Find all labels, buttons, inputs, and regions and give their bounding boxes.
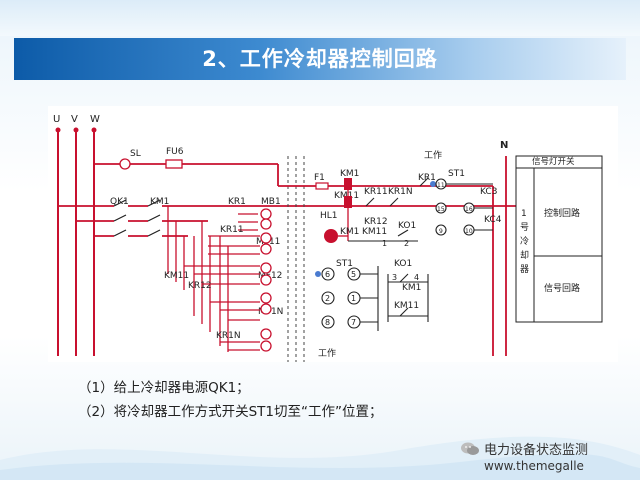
wechat-icon xyxy=(461,442,479,455)
mb1-label: MB1 xyxy=(261,197,281,207)
kr12-label: KR12 xyxy=(188,281,212,291)
mb1-motor xyxy=(260,208,272,230)
terminal-2-label: 2 xyxy=(325,294,330,303)
panel-left-2: 号 xyxy=(520,222,529,233)
kc4-label: KC4 xyxy=(484,215,502,225)
kr1n-label: KR1N xyxy=(216,331,241,341)
watermark-name: 电力设备状态监测 xyxy=(484,443,589,458)
fu6-label: FU6 xyxy=(166,147,184,157)
mf1n-motor xyxy=(260,292,272,315)
panel-left-1: 1 xyxy=(521,209,527,219)
kr1-contact-label: KR1 xyxy=(418,173,436,183)
panel-control-label: 控制回路 xyxy=(544,207,580,219)
phase-u-label: U xyxy=(53,114,60,125)
caption-step-1: （1）给上冷却器电源QK1； xyxy=(78,380,250,396)
title-bar: 2、工作冷却器控制回路 xyxy=(14,38,626,80)
kr12-contact-label: KR12 xyxy=(364,217,388,227)
fu6-fuse xyxy=(165,159,183,169)
work-bottom-label: 工作 xyxy=(318,347,336,359)
terminal-5-label: 5 xyxy=(351,270,356,279)
work-top-label: 工作 xyxy=(424,149,442,161)
mf11-motor xyxy=(260,232,272,255)
km1-contact-label: KM1 xyxy=(340,227,359,237)
terminal-9-label: 9 xyxy=(439,228,443,235)
neutral-label: N xyxy=(500,140,508,151)
mf12-motor xyxy=(260,262,272,286)
st1-mid-label: ST1 xyxy=(336,259,353,269)
kr11-label: KR11 xyxy=(220,225,244,235)
kr1-top-label: KR1 xyxy=(228,197,246,207)
st1-top-label: ST1 xyxy=(448,169,465,179)
watermark-url: www.themegalle xyxy=(484,459,584,473)
panel-left-4: 却 xyxy=(520,250,529,261)
terminal-1-label: 1 xyxy=(351,294,356,303)
sl-label: SL xyxy=(130,149,141,159)
terminal-8-label: 8 xyxy=(325,318,330,327)
panel-header: 信号灯开关 xyxy=(532,156,575,167)
km1-b-label: KM1 xyxy=(402,283,421,293)
signal-panel xyxy=(515,155,603,323)
top-decoration xyxy=(0,0,640,36)
bottom-wave-decoration xyxy=(0,436,640,480)
km1-main-label: KM1 xyxy=(150,197,169,207)
terminal-10-label: 10 xyxy=(465,228,473,235)
hl1-label: HL1 xyxy=(320,211,338,221)
terminal-6-label: 6 xyxy=(325,270,330,279)
km11-b-label: KM11 xyxy=(394,301,419,311)
node-2-label: 2 xyxy=(404,239,409,248)
kc3-label: KC3 xyxy=(480,187,497,197)
terminal-16-label: 16 xyxy=(465,206,473,213)
ko1-b-label: KO1 xyxy=(394,259,412,269)
km11-contact-label: KM11 xyxy=(362,227,387,237)
kr1n-contact-label: KR1N xyxy=(388,187,413,197)
panel-left-5: 器 xyxy=(520,264,529,275)
terminal-15-label: 15 xyxy=(437,206,445,213)
panel-left-3: 冷 xyxy=(520,235,529,247)
phase-w-label: W xyxy=(90,114,100,125)
node-1-label: 1 xyxy=(382,239,387,248)
mf12-label: MF12 xyxy=(258,271,282,281)
km11-bottom-label: KM11 xyxy=(164,271,189,281)
km1-coil xyxy=(344,178,352,190)
sl-terminal xyxy=(119,158,131,170)
panel-signal-label: 信号回路 xyxy=(544,282,580,294)
terminal-11-label: 11 xyxy=(437,182,445,189)
phase-buses xyxy=(57,128,95,356)
f1-fuse xyxy=(315,182,329,190)
slide-title: 2、工作冷却器控制回路 xyxy=(202,47,438,71)
qk1-label: QK1 xyxy=(110,197,129,207)
caption-step-2: （2）将冷却器工作方式开关ST1切至“工作”位置； xyxy=(78,404,383,420)
f1-label: F1 xyxy=(314,173,325,183)
control-circuit-diagram: U V W SL FU6 QK1 KM1 xyxy=(48,106,618,362)
hl1-lamp xyxy=(324,229,338,243)
kr11-contact-label: KR11 xyxy=(364,187,388,197)
ko1-a-label: KO1 xyxy=(398,221,416,231)
node-4-label: 4 xyxy=(414,273,419,282)
node-3-label: 3 xyxy=(392,273,397,282)
terminal-7-label: 7 xyxy=(351,318,356,327)
km1-coil-label: KM1 xyxy=(340,169,359,179)
phase-v-label: V xyxy=(71,114,78,125)
